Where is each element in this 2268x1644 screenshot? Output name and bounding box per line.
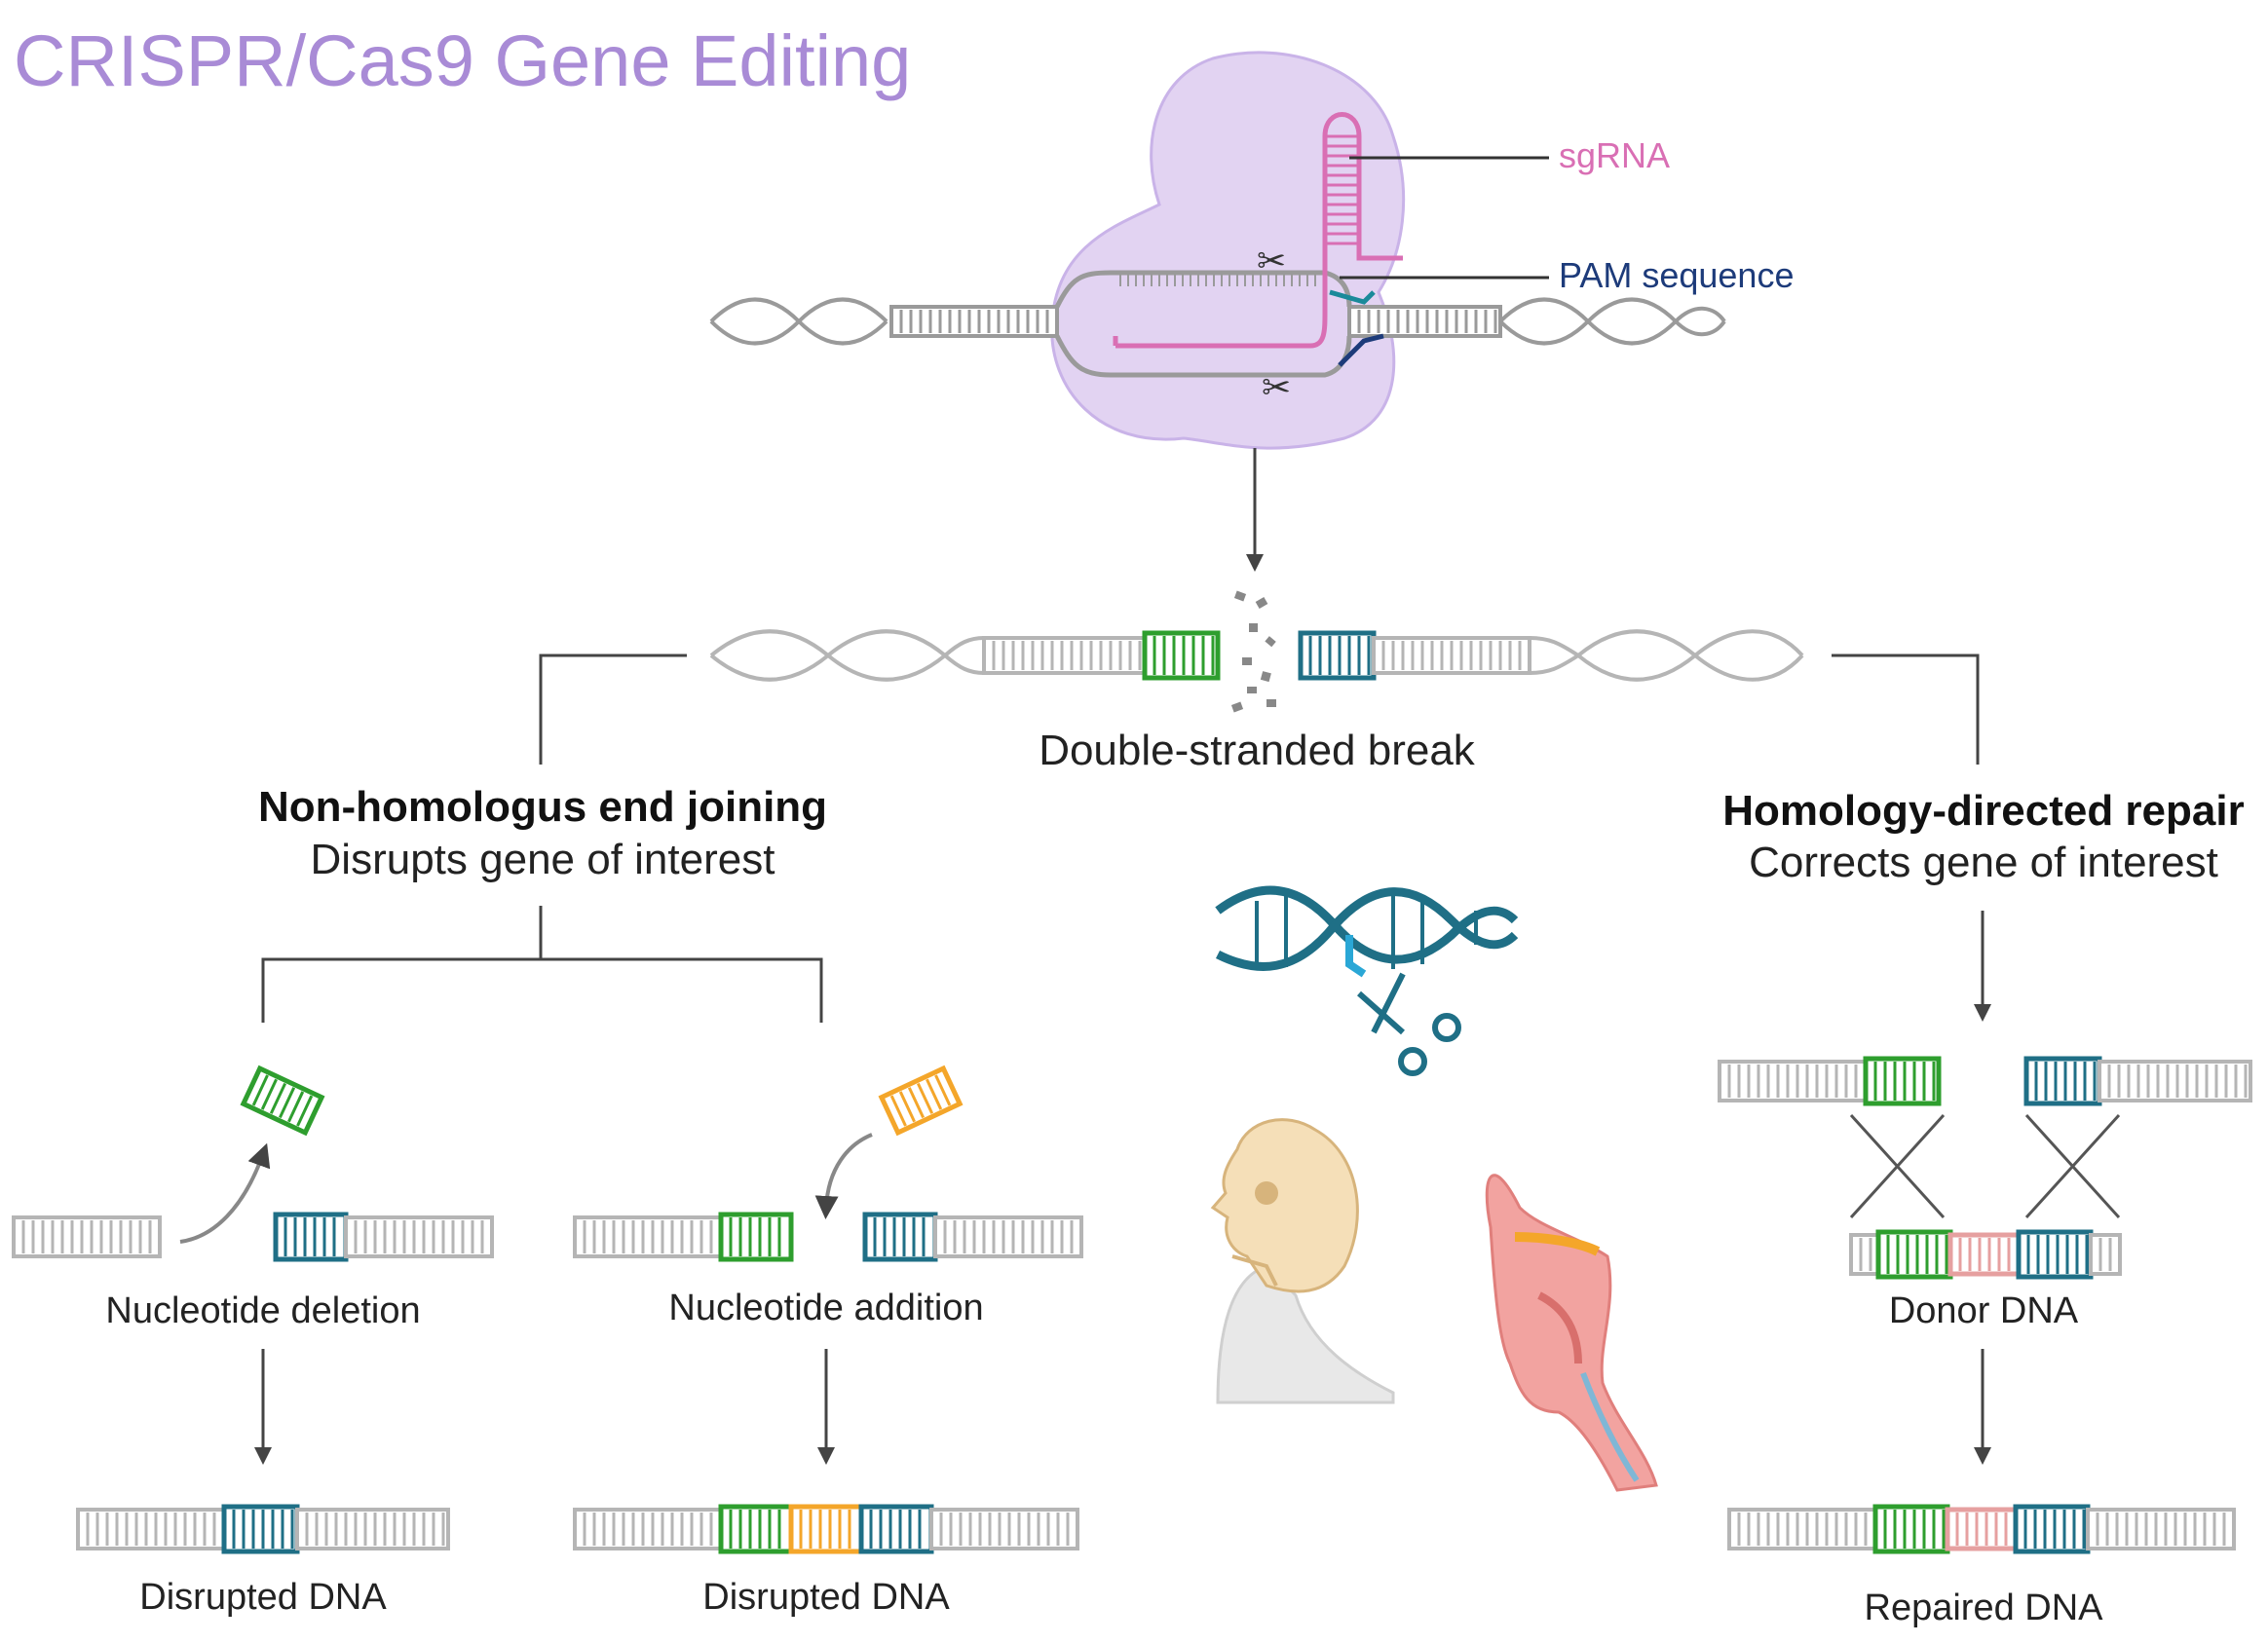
dna-rungs: [799, 1510, 851, 1549]
human-head-skull-illustration: [1210, 1118, 1395, 1404]
dsb-label: Double-stranded break: [1039, 727, 1476, 774]
crossover-lines: [1849, 1113, 2121, 1219]
dna-rungs: [21, 1220, 152, 1253]
hdr-cut-dna: [1718, 1056, 2252, 1106]
deletion-curve-arrow: [179, 1142, 271, 1244]
dna-helix-left: [709, 297, 888, 346]
dna-bottom-strand-bubble: [1054, 334, 1352, 378]
addition-curve-arrow: [814, 1133, 873, 1219]
dna-rungs: [1958, 1238, 2011, 1271]
dna-rungs: [1357, 310, 1497, 333]
sgrna-structure: [1113, 112, 1403, 349]
nhej-subtitle: Disrupts gene of interest: [311, 836, 775, 883]
dna-rungs: [873, 1217, 926, 1256]
dna-rungs: [943, 1220, 1074, 1253]
cas9-complex: ✂ ✂ sgRNA PAM sequence: [709, 51, 1794, 450]
dna-rungs: [1737, 1513, 1868, 1546]
dna-rungs: [899, 310, 1049, 333]
dna-rungs: [1883, 1510, 1946, 1549]
dna-rungs: [2023, 1510, 2086, 1549]
dna-rungs: [2034, 1062, 2097, 1101]
deleted-fragment: [240, 1065, 325, 1137]
addition-result-label: Disrupted DNA: [702, 1577, 950, 1618]
dna-rungs: [284, 1217, 336, 1256]
addition-result-dna: [573, 1504, 1079, 1554]
dna-helix-right: [1498, 297, 1726, 346]
dna-rungs: [992, 641, 1142, 670]
pam-sequence-mark: [1329, 289, 1384, 367]
dna-ladder-left: [889, 305, 1059, 338]
pam-label: PAM sequence: [1559, 255, 1794, 295]
double-stranded-break-dna: [709, 590, 1804, 713]
dna-rungs: [939, 1513, 1070, 1546]
dna-rungs: [1381, 641, 1522, 670]
dna-rungs: [1727, 1065, 1858, 1098]
branch-connectors: [539, 654, 1980, 765]
sgrna-label: sgRNA: [1559, 135, 1670, 175]
dna-rungs: [583, 1513, 713, 1546]
donor-dna: [1849, 1229, 2122, 1280]
dna-rungs: [251, 1074, 314, 1127]
dna-rungs: [2107, 1065, 2248, 1098]
deletion-dna: [12, 1065, 494, 1262]
dna-rungs: [2096, 1513, 2226, 1546]
dna-rungs: [583, 1220, 713, 1253]
dna-rungs: [354, 1220, 484, 1253]
hdr-title: Homology-directed repair: [1722, 787, 2244, 835]
dna-rungs: [869, 1510, 922, 1549]
repaired-dna-label: Repaired DNA: [1865, 1588, 2104, 1628]
nhej-split-connector: [261, 906, 823, 1023]
dna-rungs: [1873, 1062, 1936, 1101]
deletion-result-dna: [76, 1504, 450, 1554]
dna-rungs: [889, 1074, 952, 1127]
dna-top-strand-bubble: [1054, 270, 1352, 309]
dna-rungs: [729, 1217, 781, 1256]
inserted-fragment: [878, 1065, 964, 1137]
repaired-dna: [1727, 1504, 2236, 1554]
nhej-title: Non-homologus end joining: [258, 783, 827, 831]
dna-rungs: [729, 1510, 781, 1549]
dna-rungs: [1859, 1238, 1872, 1271]
addition-label: Nucleotide addition: [668, 1288, 983, 1328]
hdr-subtitle: Corrects gene of interest: [1749, 839, 2218, 886]
nasal-cavity-illustration: [1485, 1174, 1658, 1492]
dna-rungs: [1308, 636, 1371, 675]
dna-rungs: [1886, 1235, 1948, 1274]
deletion-result-label: Disrupted DNA: [139, 1577, 387, 1618]
scissors-icon: ✂: [1257, 242, 1286, 281]
dna-rungs: [2026, 1235, 2089, 1274]
cas9-protein-blob: [1050, 51, 1406, 450]
page-title: CRISPR/Cas9 Gene Editing: [14, 20, 911, 101]
dna-rungs: [2098, 1238, 2112, 1271]
donor-dna-label: Donor DNA: [1889, 1290, 2079, 1331]
dna-rungs: [86, 1513, 216, 1546]
dna-rungs: [1153, 636, 1215, 675]
addition-dna: [573, 1065, 1083, 1262]
dna-fragments: [1230, 590, 1276, 713]
dna-ladder-right: [1347, 305, 1502, 338]
dna-rungs: [232, 1510, 294, 1549]
dna-rungs: [1955, 1513, 2008, 1546]
dna-scissors-icon: [1215, 885, 1519, 1076]
deletion-label: Nucleotide deletion: [105, 1290, 420, 1331]
scissors-icon: ✂: [1262, 368, 1291, 408]
dna-rungs: [305, 1513, 445, 1546]
